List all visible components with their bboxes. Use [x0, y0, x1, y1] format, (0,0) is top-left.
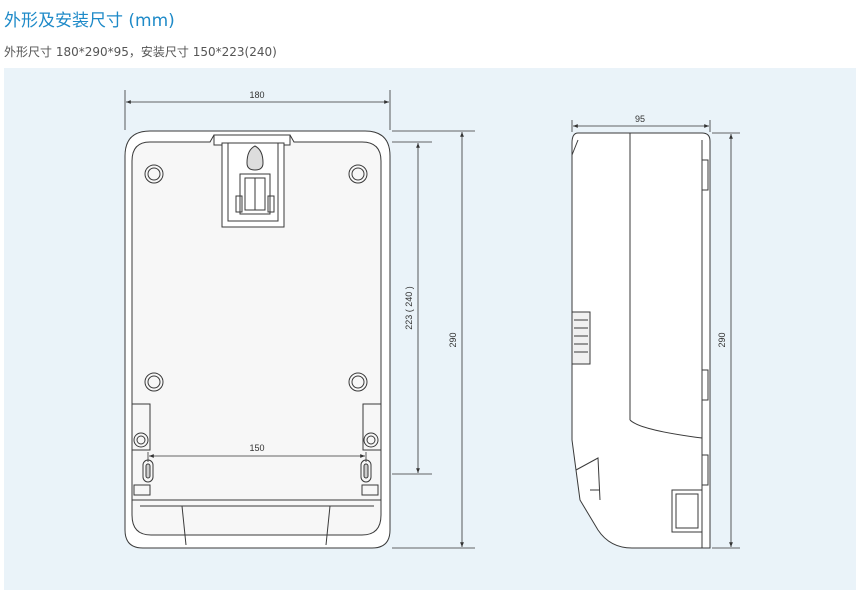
side-latch	[571, 311, 591, 365]
side-view	[571, 132, 711, 549]
mount-width-label: 150	[249, 443, 264, 453]
hanger-bracket	[213, 134, 291, 228]
screw-holes	[133, 164, 379, 448]
front-inner-outline	[131, 134, 382, 536]
side-depth-label: 95	[635, 114, 645, 124]
page-title: 外形及安装尺寸 (mm)	[4, 11, 175, 31]
side-body-outline	[571, 132, 711, 549]
side-terminal	[671, 489, 703, 533]
side-dimensions	[571, 120, 740, 549]
front-dimensions	[124, 90, 475, 549]
side-height-label: 290	[717, 332, 727, 347]
front-width-label: 180	[249, 90, 264, 100]
side-clips	[131, 403, 382, 451]
terminal-cover	[132, 499, 381, 546]
front-height-label: 290	[448, 332, 458, 347]
mount-height-label: 223 ( 240 )	[404, 286, 414, 330]
front-view	[124, 130, 391, 549]
dimensions-summary: 外形尺寸 180*290*95，安装尺寸 150*223(240)	[4, 45, 277, 59]
